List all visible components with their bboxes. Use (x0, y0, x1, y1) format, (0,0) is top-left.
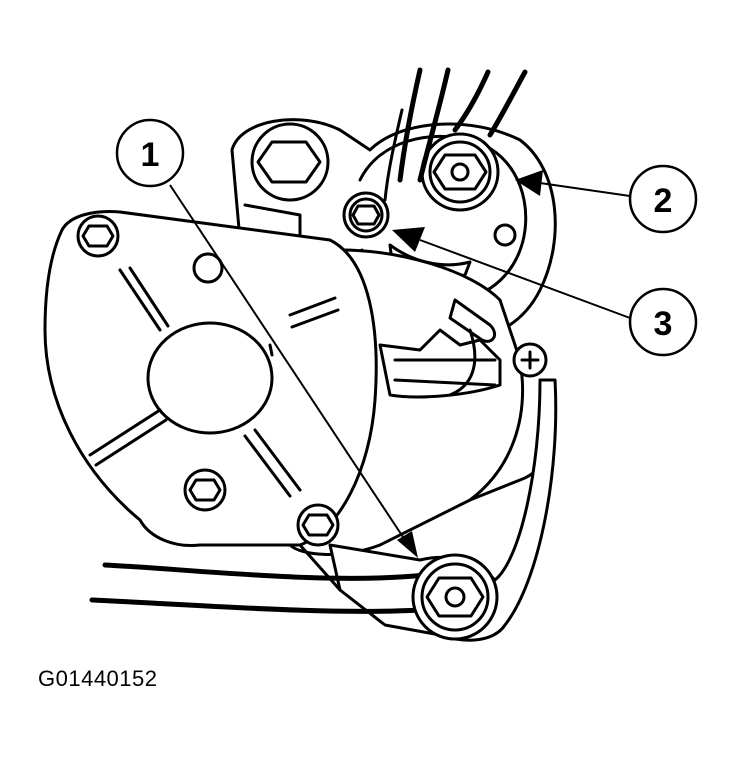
solenoid-screw (493, 223, 517, 247)
svg-text:3: 3 (654, 305, 673, 343)
figure-id: G01440152 (38, 666, 158, 691)
callout-2: 2 (628, 164, 698, 234)
callout-leader-3 (392, 227, 631, 319)
positive-stud (512, 342, 548, 378)
end-frame-cover (43, 210, 378, 548)
battery-cable-upper (383, 67, 528, 202)
solenoid-terminal-b (420, 132, 500, 212)
callout-1: 1 (115, 118, 185, 188)
svg-text:1: 1 (141, 136, 160, 174)
hex-bolt-upper (250, 122, 330, 202)
svg-text:2: 2 (654, 182, 673, 220)
callout-3: 3 (628, 287, 698, 357)
field-lead (448, 298, 496, 397)
hex-bolt-lower (411, 553, 499, 641)
ground-cable (89, 562, 428, 614)
callout-leader-2 (515, 170, 631, 197)
hex-bolt-end-frame (76, 214, 340, 547)
callout-leader-1 (169, 184, 418, 558)
solenoid-terminal-s (342, 191, 390, 239)
